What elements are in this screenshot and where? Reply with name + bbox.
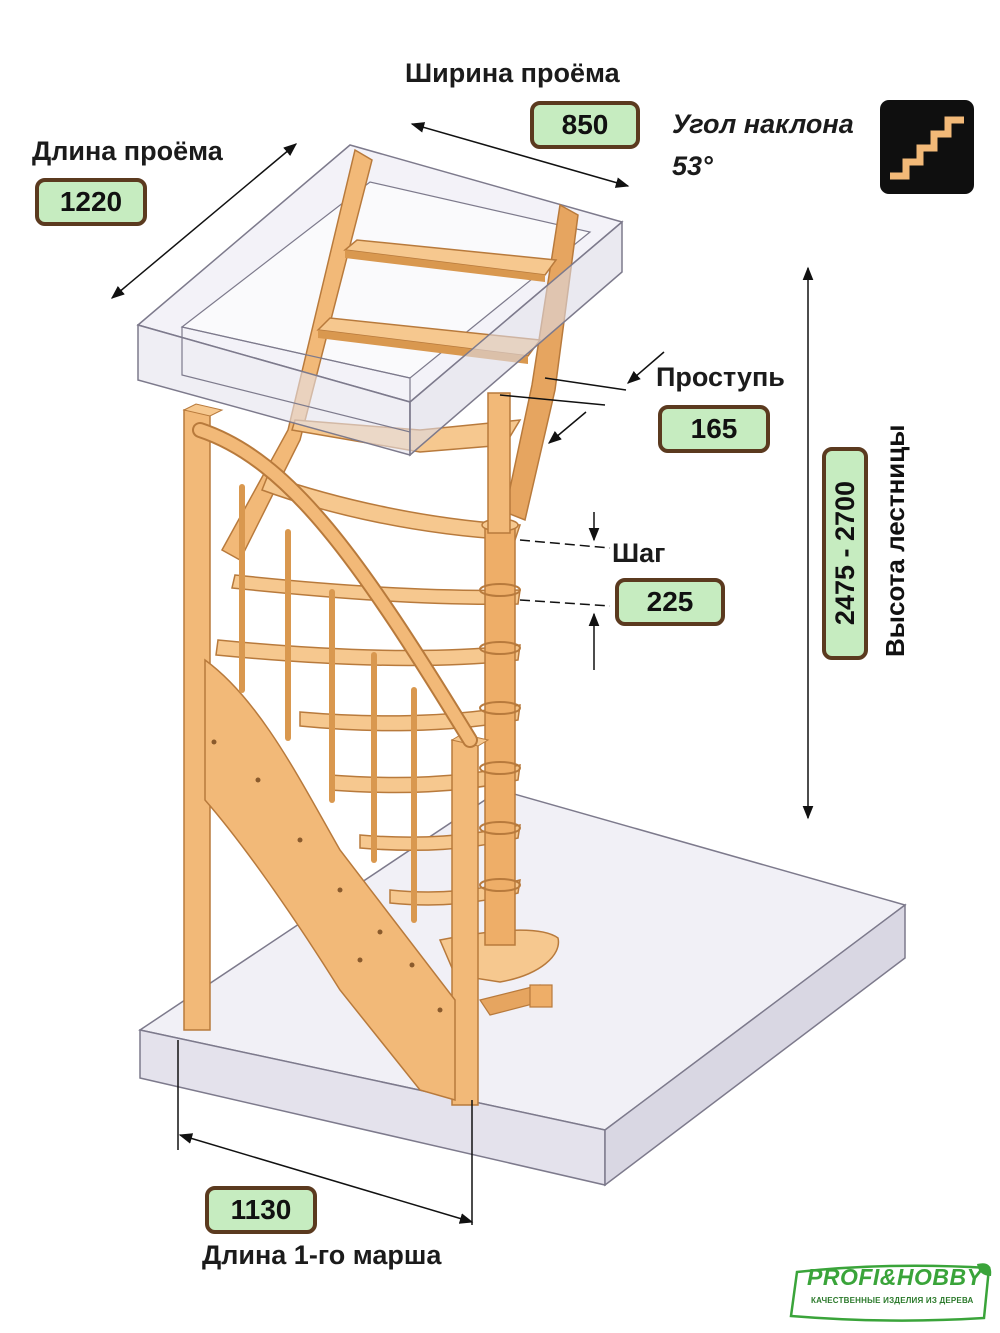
height-value-box — [822, 447, 868, 660]
height-label: Высота лестницы — [880, 424, 910, 657]
tread-label: Проступь — [656, 362, 785, 392]
step-value: 225 — [615, 578, 725, 626]
height-value: 2475 - 2700 — [830, 480, 860, 626]
tread-value: 165 — [658, 405, 770, 453]
stairs-icon — [880, 100, 974, 194]
angle-value: 53° — [672, 151, 713, 181]
opening-length-value: 1220 — [35, 178, 147, 226]
lower-stringer — [204, 658, 456, 1101]
ceiling-opening-front — [137, 220, 623, 457]
logo-tagline: КАЧЕСТВЕННЫЕ ИЗДЕЛИЯ ИЗ ДЕРЕВА — [811, 1296, 974, 1305]
logo-name: PROFI&HOBBY — [807, 1264, 983, 1290]
angle-label: Угол наклона — [672, 109, 854, 139]
step-label: Шаг — [612, 538, 666, 568]
dimension-lines — [110, 122, 814, 1225]
first-flight-length-label: Длина 1-го марша — [202, 1240, 442, 1270]
opening-width-value: 850 — [530, 101, 640, 149]
opening-length-label: Длина проёма — [32, 136, 223, 166]
opening-width-label: Ширина проёма — [405, 58, 620, 88]
first-flight-length-value: 1130 — [205, 1186, 317, 1234]
handrail — [192, 422, 478, 923]
brand-logo: PROFI&HOBBY КАЧЕСТВЕННЫЕ ИЗДЕЛИЯ ИЗ ДЕРЕ… — [789, 1262, 994, 1324]
